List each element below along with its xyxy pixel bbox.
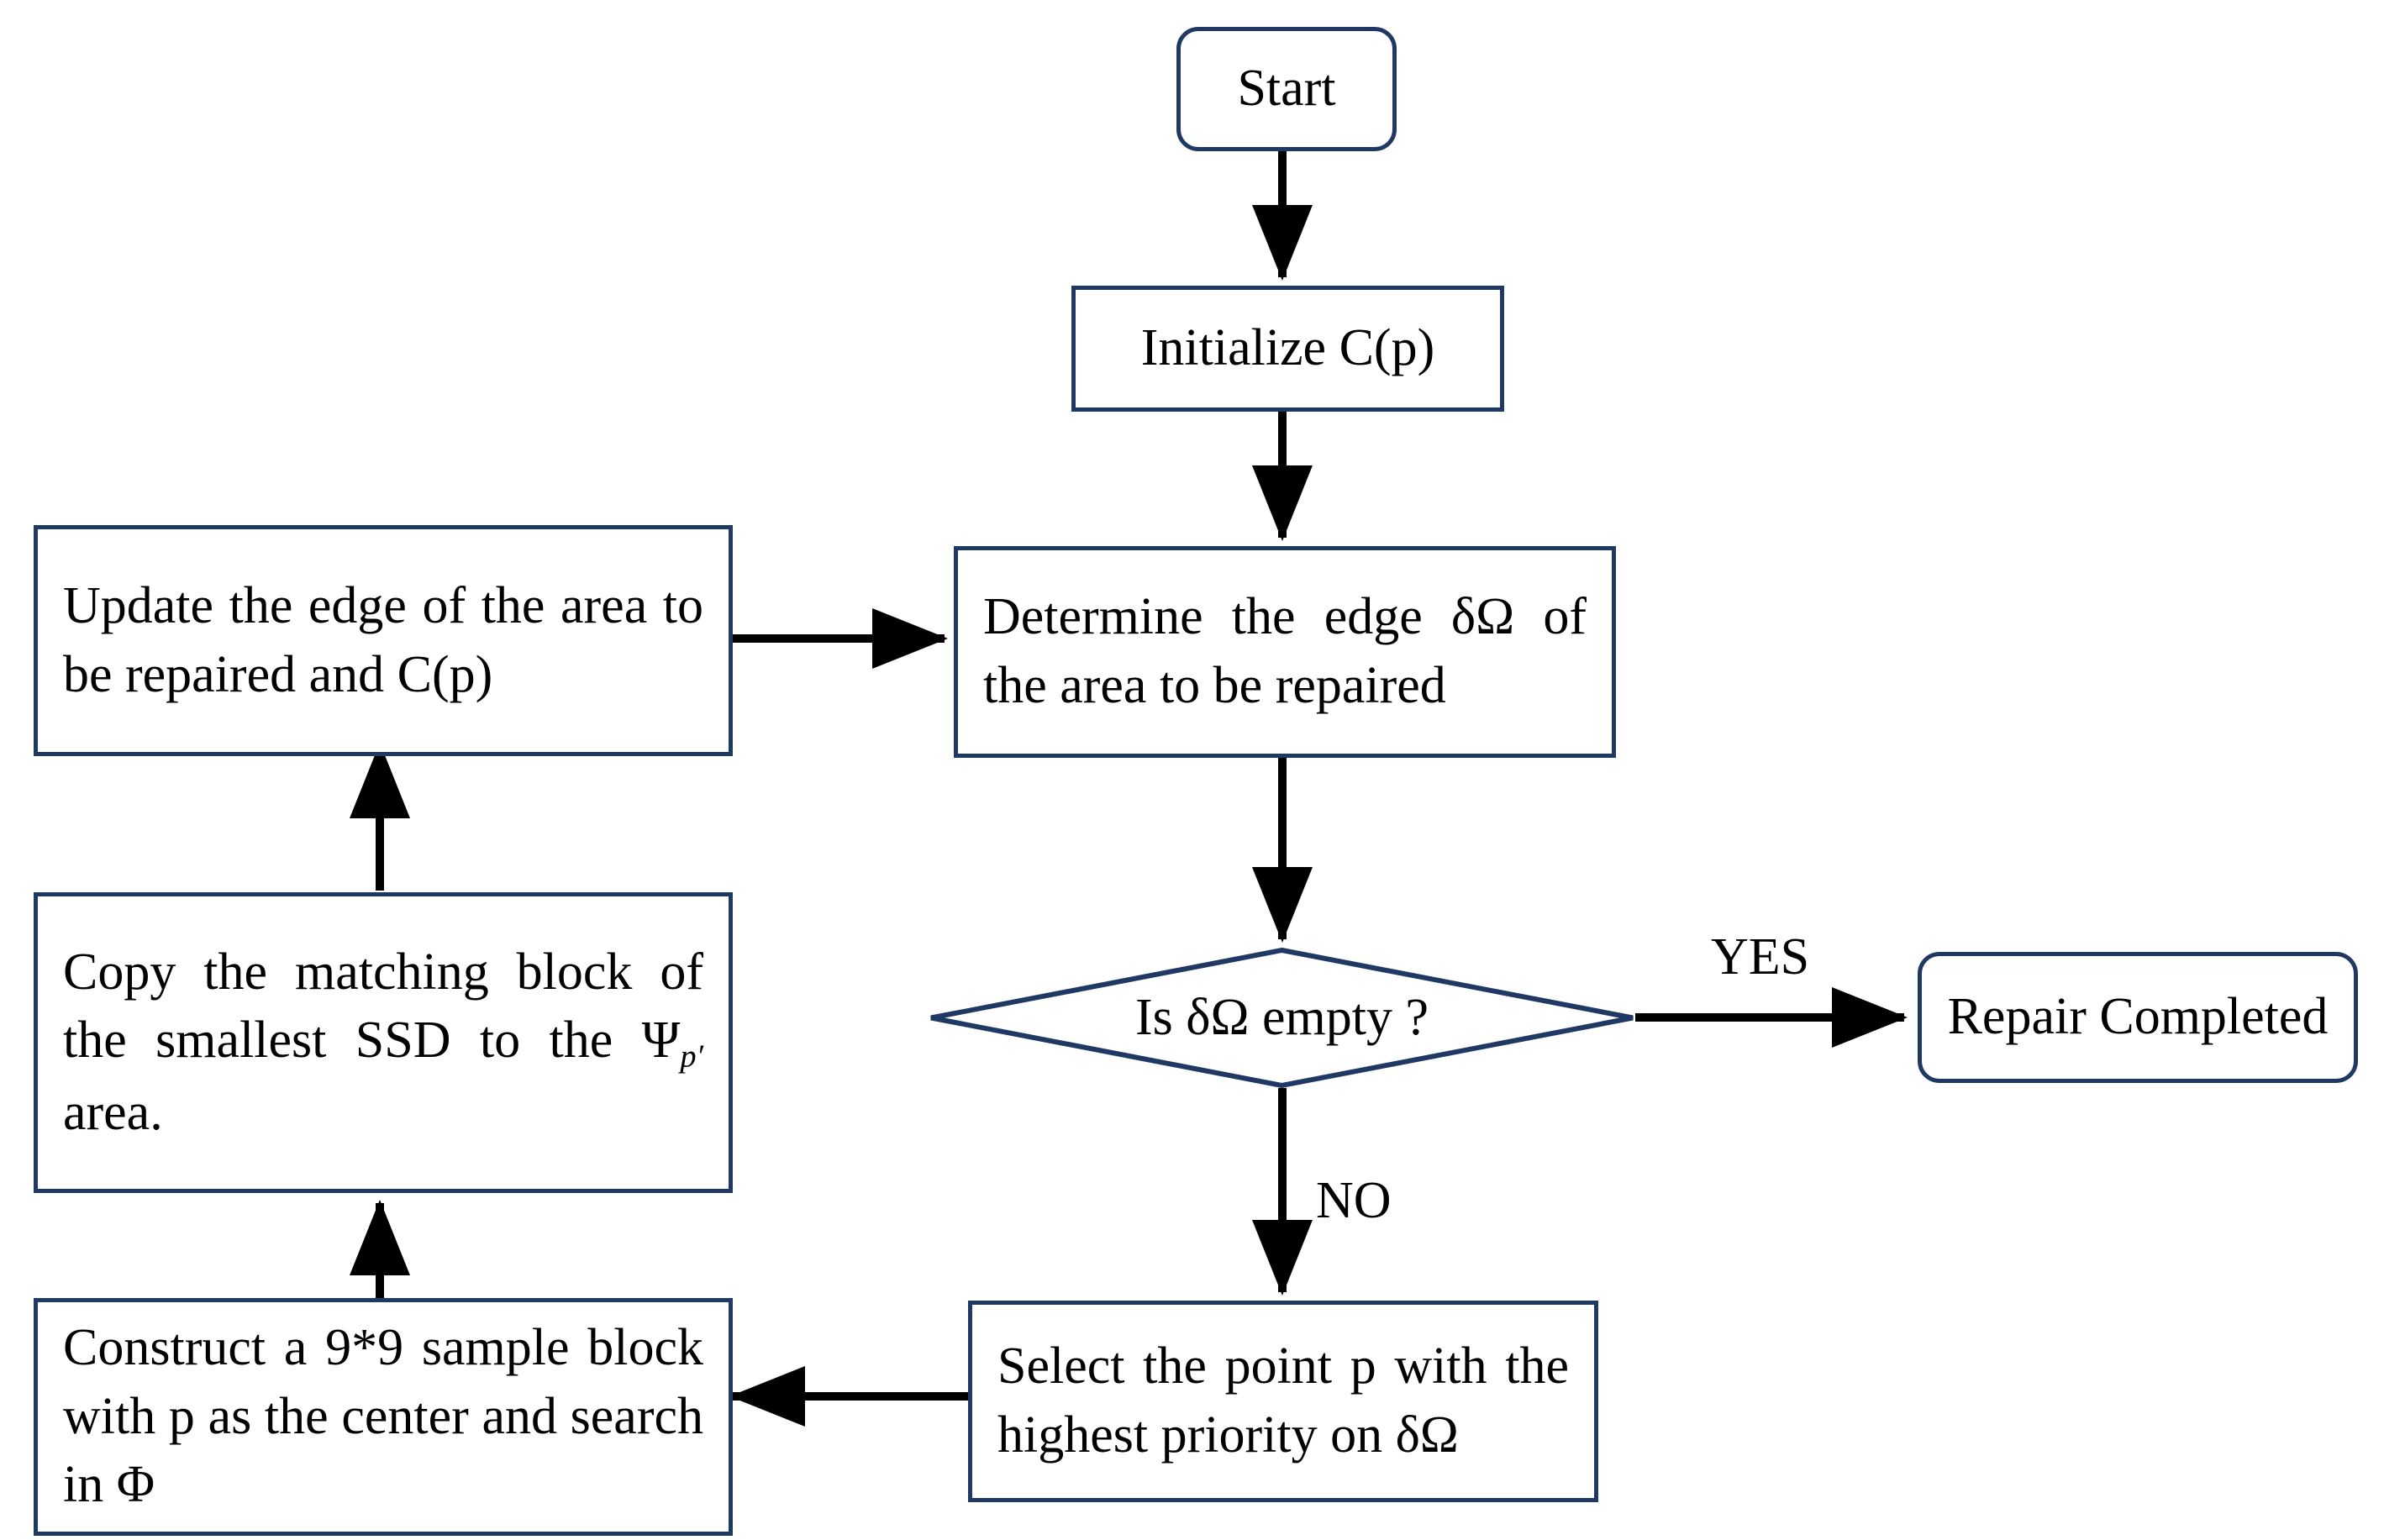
node-construct-block-label: Construct a 9*9 sample block with p as t… [63,1318,703,1514]
node-decision-label: Is δΩ empty ? [1134,989,1429,1046]
node-repair-completed[interactable]: Repair Completed [1918,952,2358,1083]
node-repair-completed-label: Repair Completed [1947,988,2329,1046]
node-update-edge[interactable]: Update the edge of the area to be repair… [34,525,733,756]
node-update-edge-label: Update the edge of the area to be repair… [63,576,703,703]
edge-label-yes: YES [1711,928,1810,985]
node-select-point[interactable]: Select the point p with the highest prio… [968,1301,1598,1502]
node-construct-block[interactable]: Construct a 9*9 sample block with p as t… [34,1298,733,1536]
node-copy-block[interactable]: Copy the matching block of the smallest … [34,892,733,1193]
node-copy-block-label-subscript: p′ [680,1038,703,1075]
node-initialize[interactable]: Initialize C(p) [1071,286,1504,412]
node-initialize-label: Initialize C(p) [1140,319,1435,377]
decision-diamond-shape [930,947,1634,1089]
node-select-point-label: Select the point p with the highest prio… [997,1338,1569,1464]
node-copy-block-label-part2: area. [63,1083,163,1141]
node-decision[interactable]: Is δΩ empty ? [929,947,1635,1089]
node-copy-block-label: Copy the matching block of the smallest … [38,938,729,1148]
node-determine-edge[interactable]: Determine the edge δΩ of the area to be … [954,546,1616,758]
node-determine-edge-label: Determine the edge δΩ of the area to be … [983,588,1587,714]
edge-label-no: NO [1316,1172,1392,1229]
node-start-label: Start [1237,60,1336,118]
node-start[interactable]: Start [1176,27,1397,151]
node-copy-block-label-part1: Copy the matching block of the smallest … [63,943,703,1070]
